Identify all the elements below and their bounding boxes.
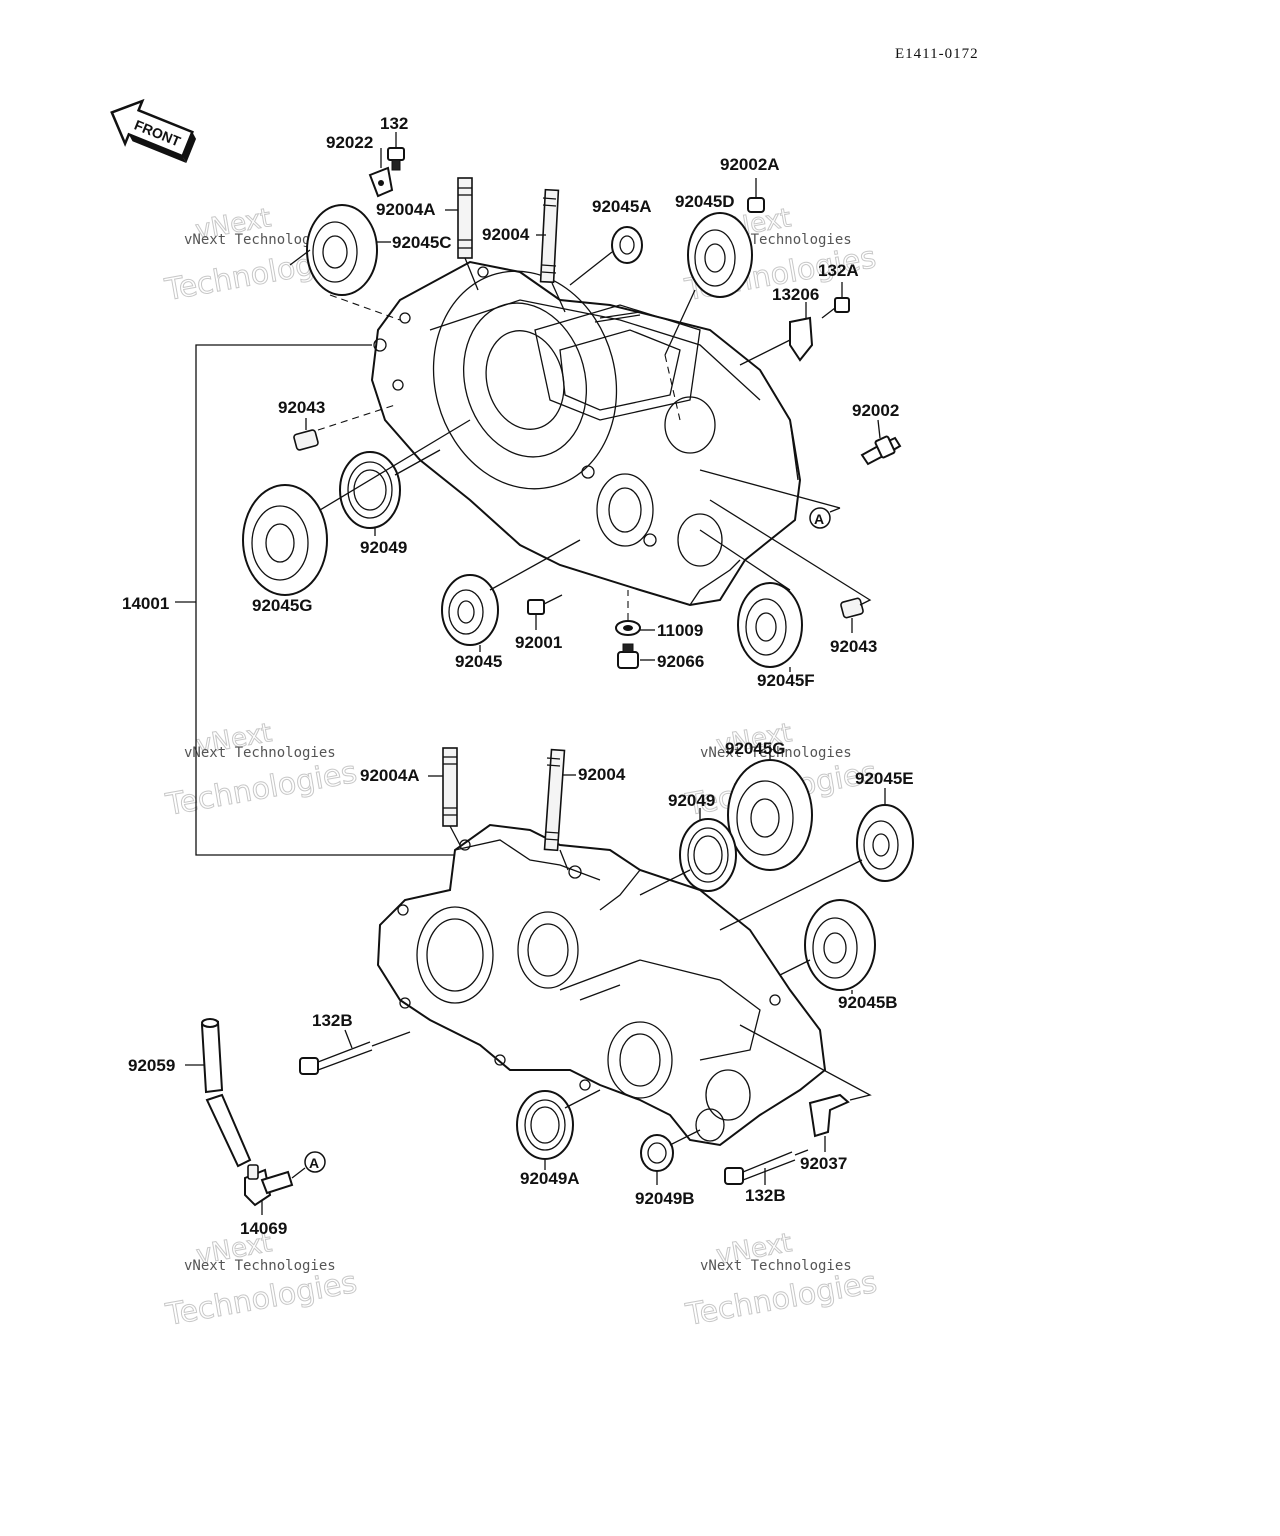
bearing-92045C	[289, 204, 401, 321]
label-92045g-bottom: 92045G	[725, 739, 786, 758]
label-92066: 92066	[657, 652, 704, 671]
bearing-92045E	[719, 788, 914, 931]
label-92004a-top: 92004A	[376, 200, 436, 219]
bearing-92045A	[569, 226, 643, 286]
label-132b-right: 132B	[745, 1186, 786, 1205]
bearing-92045F	[699, 529, 803, 668]
label-92004a-bottom: 92004A	[360, 766, 420, 785]
label-92004-top: 92004	[482, 225, 530, 244]
front-arrow-icon: FRONT	[110, 98, 197, 163]
label-92037: 92037	[800, 1154, 847, 1173]
watermark-mid-left: vNext Technologies	[162, 718, 360, 824]
label-13206: 13206	[772, 285, 819, 304]
watermark-line2: Technologies	[163, 755, 360, 823]
diagram-code: E1411-0172	[895, 46, 979, 62]
oil-seal-92049B	[640, 1129, 701, 1185]
lower-crankcase-half	[376, 823, 827, 1147]
bearing-92045	[441, 539, 581, 646]
svg-text:A: A	[814, 511, 824, 527]
label-92001: 92001	[515, 633, 562, 652]
dowel-92043-right	[709, 499, 872, 633]
label-92043-right: 92043	[830, 637, 877, 656]
watermark-small-text: vNext Technologies	[184, 232, 336, 248]
label-92043-left: 92043	[278, 398, 325, 417]
label-11009: 11009	[657, 621, 703, 640]
reference-marker-a-bottom: A	[304, 1151, 326, 1173]
watermark-line2: Technologies	[163, 1265, 360, 1333]
label-92049-bottom: 92049	[668, 791, 715, 810]
label-92049b: 92049B	[635, 1189, 695, 1208]
label-92045d: 92045D	[675, 192, 735, 211]
dowel-92043-left	[293, 404, 396, 451]
label-14069: 14069	[240, 1219, 287, 1238]
label-92059: 92059	[128, 1056, 175, 1075]
label-132a: 132A	[818, 261, 859, 280]
bearing-92045B	[779, 899, 876, 991]
oil-seal-92049A	[516, 1089, 601, 1170]
bearing-92045G-top	[242, 419, 471, 596]
label-132: 132	[380, 114, 408, 133]
watermark-line2: Technologies	[683, 1265, 880, 1333]
drain-plug-92066	[617, 643, 655, 669]
label-14001: 14001	[122, 594, 169, 613]
label-92045g-top: 92045G	[252, 596, 313, 615]
gasket-11009	[615, 590, 655, 636]
clamp-13206	[739, 302, 814, 366]
bearing-92045G-bottom	[727, 745, 813, 871]
label-92049-top: 92049	[360, 538, 407, 557]
upper-crankcase-half	[370, 260, 802, 607]
washer-92022	[368, 148, 394, 198]
bolt-132B-right	[724, 1149, 809, 1185]
label-92045b: 92045B	[838, 993, 898, 1012]
watermark-small-text: vNext Technologies	[184, 745, 336, 761]
watermark-small-text: vNext Technologies	[700, 1258, 852, 1274]
bearing-92045D	[664, 212, 753, 421]
stud-92004-bottom	[543, 748, 569, 871]
label-132b-left: 132B	[312, 1011, 353, 1030]
clamp-92037	[739, 1024, 872, 1152]
label-92045e: 92045E	[855, 769, 914, 788]
watermark-small-text: vNext Technologies	[700, 745, 852, 761]
crankcase-assembly-bracket	[175, 344, 455, 856]
label-92022: 92022	[326, 133, 373, 152]
bolt-92002	[860, 419, 902, 466]
oil-seal-92049-bottom	[639, 808, 737, 896]
hose-fitting-14069	[244, 1164, 306, 1215]
label-92002a: 92002A	[720, 155, 780, 174]
label-92049a: 92049A	[520, 1169, 580, 1188]
label-92004-bottom: 92004	[578, 765, 626, 784]
nut-92002A	[747, 178, 765, 213]
stud-92004A-top	[457, 177, 479, 291]
label-92045a: 92045A	[592, 197, 652, 216]
stud-92004A-bottom	[442, 747, 461, 846]
reference-marker-a-top: A	[699, 469, 841, 529]
bolt-132B-left	[299, 1029, 411, 1075]
label-92002: 92002	[852, 401, 899, 420]
label-92045c: 92045C	[392, 233, 452, 252]
bolt-132A	[821, 282, 850, 319]
bolt-132	[387, 132, 405, 171]
label-92045: 92045	[455, 652, 502, 671]
label-92045f: 92045F	[757, 671, 815, 690]
bolt-92001	[527, 594, 563, 630]
breather-hose-92059	[185, 1018, 252, 1168]
svg-text:A: A	[309, 1155, 319, 1171]
watermark-small-text: vNext Technologies	[184, 1258, 336, 1274]
